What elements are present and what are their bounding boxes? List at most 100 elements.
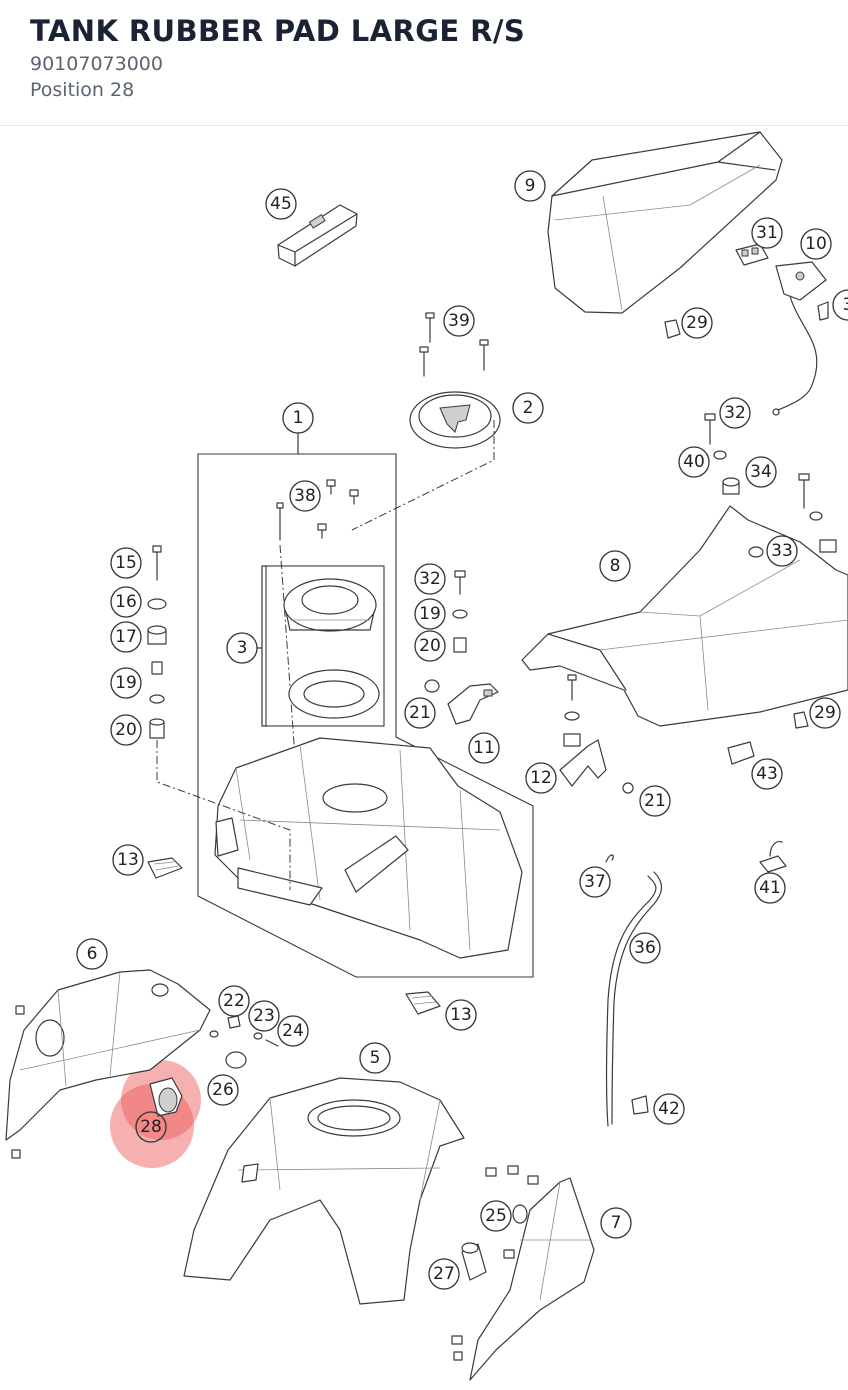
part-key-fob [277,204,358,267]
callout[interactable]: 3 [832,289,848,321]
svg-text:7: 7 [611,1213,622,1233]
svg-text:45: 45 [270,194,292,214]
callout[interactable]: 15 [110,547,142,579]
part-middle-hardware [424,570,499,725]
callout[interactable]: 6 [76,938,108,970]
callout[interactable]: 41 [754,872,786,904]
svg-text:24: 24 [282,1021,304,1041]
callout[interactable]: 26 [207,1074,239,1106]
callout[interactable]: 40 [678,446,710,478]
callout[interactable]: 24 [277,1015,309,1047]
callout[interactable]: 11 [468,732,500,764]
callout[interactable]: 43 [751,758,783,790]
callout[interactable]: 38 [289,480,321,512]
part-bracket-12 [559,674,634,794]
svg-text:23: 23 [253,1006,275,1026]
callout[interactable]: 36 [629,932,661,964]
callout[interactable]: 16 [110,586,142,618]
svg-text:25: 25 [485,1206,507,1226]
callout[interactable]: 20 [110,714,142,746]
callout[interactable]: 20 [414,630,446,662]
svg-text:19: 19 [115,673,137,693]
part-pump-flange [253,565,380,727]
callout[interactable]: 19 [414,598,446,630]
callout[interactable]: 37 [579,866,611,898]
svg-text:16: 16 [115,592,137,612]
callout[interactable]: 32 [414,563,446,595]
svg-text:32: 32 [419,569,441,589]
part-seat-hardware [704,413,837,729]
callout[interactable]: 13 [112,844,144,876]
svg-text:40: 40 [683,452,705,472]
callout[interactable]: 2 [512,392,544,424]
svg-text:27: 27 [433,1264,455,1284]
part-position: Position 28 [30,79,135,101]
svg-text:15: 15 [115,553,137,573]
svg-text:43: 43 [756,764,778,784]
svg-text:41: 41 [759,878,781,898]
callout[interactable]: 21 [639,785,671,817]
svg-text:38: 38 [294,486,316,506]
callout[interactable]: 17 [110,621,142,653]
svg-text:42: 42 [658,1099,680,1119]
callout[interactable]: 45 [265,188,297,220]
callout[interactable]: 19 [110,667,142,699]
callout[interactable]: 31 [751,217,783,249]
part-left-hardware [147,545,291,890]
callout[interactable]: 39 [443,305,475,337]
svg-text:29: 29 [814,703,836,723]
callout[interactable]: 7 [600,1207,632,1239]
svg-text:28: 28 [140,1117,162,1137]
svg-text:22: 22 [223,991,245,1011]
part-tank-cover [183,1077,465,1305]
svg-text:36: 36 [634,938,656,958]
callout[interactable]: 27 [428,1258,460,1290]
svg-text:6: 6 [87,944,98,964]
svg-text:11: 11 [473,738,495,758]
callout[interactable]: 22 [218,985,250,1017]
part-filler-cap [351,312,501,531]
callout[interactable]: 9 [514,170,546,202]
part-fuel-tank [214,737,523,959]
callout[interactable]: 5 [359,1042,391,1074]
svg-text:26: 26 [212,1080,234,1100]
svg-text:17: 17 [115,627,137,647]
part-header: TANK RUBBER PAD LARGE R/S 90107073000 Po… [0,0,848,126]
svg-text:39: 39 [448,311,470,331]
part-hose-36 [605,854,663,1127]
svg-text:1: 1 [293,408,304,428]
callout[interactable]: 23 [248,1000,280,1032]
svg-text:5: 5 [370,1048,381,1068]
part-left-panel [5,969,211,1159]
svg-text:13: 13 [450,1005,472,1025]
callout[interactable]: 42 [653,1093,685,1125]
callout[interactable]: 1 [282,402,314,434]
part-panel-hardware [209,1015,279,1069]
callout[interactable]: 29 [809,697,841,729]
svg-text:9: 9 [525,176,536,196]
callout[interactable]: 25 [480,1200,512,1232]
exploded-parts-diagram: 45 9 31 10 3 29 39 2 1 38 32 40 34 33 15… [5,131,848,1381]
callout[interactable]: 33 [766,535,798,567]
callout[interactable]: 29 [681,307,713,339]
svg-text:33: 33 [771,541,793,561]
callout[interactable]: 10 [800,228,832,260]
part-tank-rubber-pad-28 [149,1077,183,1117]
callout[interactable]: 21 [404,697,436,729]
svg-text:31: 31 [756,223,778,243]
part-seat-lock [664,243,829,416]
part-rear-seat [547,131,783,314]
svg-text:19: 19 [419,604,441,624]
svg-text:32: 32 [724,403,746,423]
svg-text:8: 8 [610,556,621,576]
callout[interactable]: 12 [525,762,557,794]
callout[interactable]: 8 [599,550,631,582]
svg-text:3: 3 [237,638,248,658]
callout-28-highlighted[interactable]: 28 [135,1111,167,1143]
callout[interactable]: 13 [445,999,477,1031]
part-title: TANK RUBBER PAD LARGE R/S [30,14,526,48]
svg-text:3: 3 [843,295,848,315]
callout[interactable]: 3 [226,632,258,664]
callout[interactable]: 32 [719,397,751,429]
callout[interactable]: 34 [745,456,777,488]
